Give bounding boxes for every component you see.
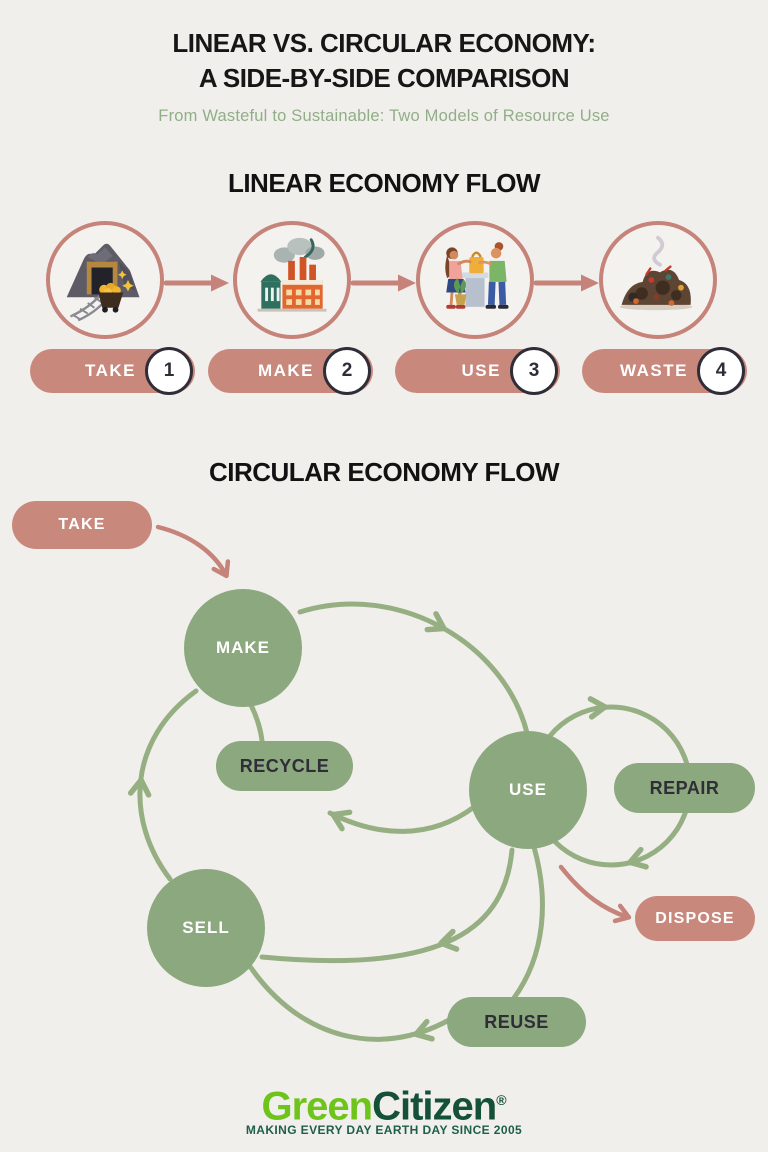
page-subtitle: From Wasteful to Sustainable: Two Models… — [158, 107, 610, 125]
page-title-line1: LINEAR VS. CIRCULAR ECONOMY: — [172, 28, 596, 58]
linear-flow-heading: LINEAR ECONOMY FLOW — [227, 168, 541, 198]
arc-reuse-to-sell — [246, 962, 452, 1042]
linear-step-circle-make — [233, 221, 351, 339]
take-pill: TAKE — [12, 501, 152, 549]
arc-use-to-recycle — [327, 804, 477, 834]
arrowhead-repair-loop-bottom — [627, 846, 649, 870]
arrowhead-use-to-sell — [438, 928, 460, 952]
node-sell: SELL — [147, 869, 265, 987]
logo-text-green: Green — [261, 1084, 373, 1129]
arrowhead-use-to-recycle — [330, 809, 353, 832]
arrowhead-use-to-dispose — [612, 903, 632, 924]
shopping-icon — [445, 242, 509, 309]
step-number-badge: 2 — [323, 347, 371, 395]
recycle-pill: RECYCLE — [216, 741, 353, 791]
mine-cart-icon — [66, 243, 140, 322]
arrowhead-make-to-use — [424, 611, 447, 633]
linear-step-pill-use: USE 3 — [395, 347, 560, 395]
registered-trademark-symbol: ® — [496, 1092, 507, 1108]
arc-make-to-use — [297, 601, 530, 736]
step-number-badge: 3 — [510, 347, 558, 395]
arrow-take-to-make — [155, 524, 229, 578]
linear-step-label: TAKE — [84, 361, 136, 380]
step-number-badge: 4 — [697, 347, 745, 395]
circular-flow-diagram: TAKE MAKE RECYCLE USE REPAIR DISPOSE SEL… — [0, 495, 768, 1080]
repair-pill: REPAIR — [614, 763, 755, 813]
arc-sell-to-make — [137, 688, 199, 882]
dispose-pill: DISPOSE — [635, 896, 755, 941]
linear-arrow-take-make — [163, 274, 229, 292]
linear-step-pill-make: MAKE 2 — [208, 347, 373, 395]
arc-use-to-reuse — [511, 844, 545, 1001]
linear-step-pill-take: TAKE 1 — [30, 347, 195, 395]
arrowhead-sell-to-make — [127, 777, 152, 798]
arrowhead-take-to-make — [211, 559, 231, 579]
linear-step-circle-take — [46, 221, 164, 339]
linear-step-label: WASTE — [620, 361, 688, 380]
step-number-badge: 1 — [145, 347, 193, 395]
arrowhead-reuse-to-sell — [413, 1018, 435, 1042]
linear-step-circle-use — [416, 221, 534, 339]
arrow-use-to-dispose — [558, 864, 630, 920]
linear-step-label: MAKE — [257, 361, 314, 380]
node-use: USE — [469, 731, 587, 849]
arrowhead-repair-loop-top — [587, 696, 608, 720]
logo-text-citizen: Citizen — [372, 1084, 497, 1129]
linear-arrow-make-use — [350, 274, 416, 292]
connector-make-recycle — [248, 702, 265, 744]
reuse-pill: REUSE — [447, 997, 586, 1047]
linear-step-circle-waste — [599, 221, 717, 339]
linear-step-pill-waste: WASTE 4 — [582, 347, 747, 395]
linear-arrow-use-waste — [533, 274, 599, 292]
node-make: MAKE — [184, 589, 302, 707]
logo-tagline: MAKING EVERY DAY EARTH DAY SINCE 2005 — [245, 1123, 523, 1137]
greencitizen-logo: GreenCitizen® — [0, 1080, 768, 1126]
page-title-line2: A SIDE-BY-SIDE COMPARISON — [198, 63, 570, 93]
factory-icon — [257, 237, 327, 312]
arc-use-to-sell — [259, 847, 515, 964]
linear-step-label: USE — [461, 361, 501, 380]
circular-flow-heading: CIRCULAR ECONOMY FLOW — [208, 457, 560, 487]
waste-pile-icon — [619, 235, 693, 311]
